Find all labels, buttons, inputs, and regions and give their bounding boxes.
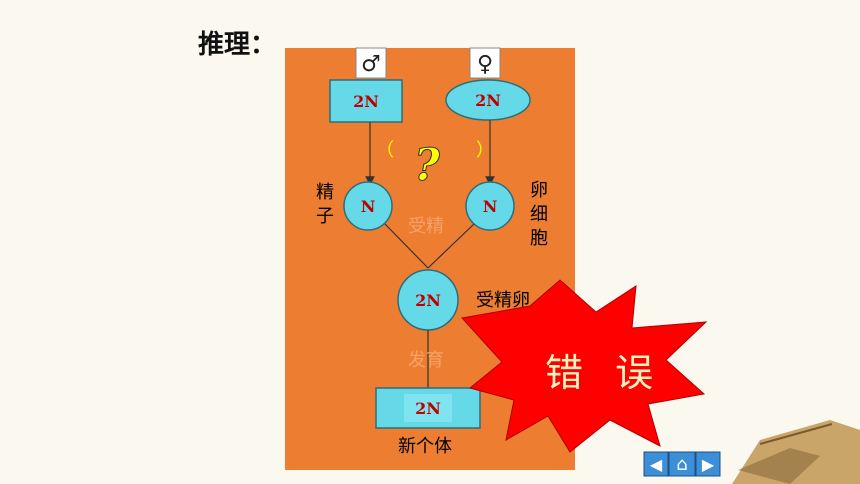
question-left-paren: （ — [376, 140, 394, 161]
zygote-label: 受精卵 — [476, 290, 530, 311]
question-mark-icon: ? — [414, 140, 441, 191]
egg-node — [465, 181, 515, 231]
home-button[interactable]: ⌂ — [668, 451, 696, 477]
egg-node-label: N — [483, 197, 498, 216]
development-label: 发育 — [408, 350, 444, 371]
prev-button[interactable]: ◀ — [643, 451, 669, 477]
offspring-inner — [404, 394, 452, 422]
sperm-fusion-line — [384, 223, 429, 269]
male-parent-box — [329, 79, 403, 123]
sperm-node — [343, 181, 393, 231]
zygote-node-label: 2N — [415, 291, 441, 310]
male-parent-label: 2N — [353, 92, 379, 111]
male-symbol-box — [355, 47, 387, 79]
error-burst — [461, 279, 708, 453]
male-symbol-icon: ♂ — [361, 52, 381, 77]
next-button[interactable]: ▶ — [695, 451, 721, 477]
female-symbol-box — [469, 47, 501, 79]
prev-icon: ◀ — [650, 455, 663, 474]
heading: 推理： — [198, 30, 277, 60]
error-burst-text: 错 误 — [545, 351, 663, 395]
next-icon: ▶ — [702, 455, 715, 474]
egg-label: 卵细胞 — [530, 180, 548, 249]
offspring-label: 新个体 — [398, 436, 452, 457]
egg-fusion-line — [427, 223, 475, 269]
decorative-scroll-icon — [732, 420, 860, 484]
offspring-node-label: 2N — [415, 399, 441, 418]
female-parent-label: 2N — [475, 91, 501, 110]
female-parent-ellipse — [445, 79, 531, 121]
female-symbol-icon: ♀ — [477, 52, 493, 77]
fertilization-label: 受精 — [408, 216, 444, 237]
sperm-label: 精子 — [316, 182, 334, 227]
home-icon: ⌂ — [676, 454, 687, 475]
question-right-paren: ） — [476, 140, 494, 161]
sperm-node-label: N — [361, 197, 376, 216]
